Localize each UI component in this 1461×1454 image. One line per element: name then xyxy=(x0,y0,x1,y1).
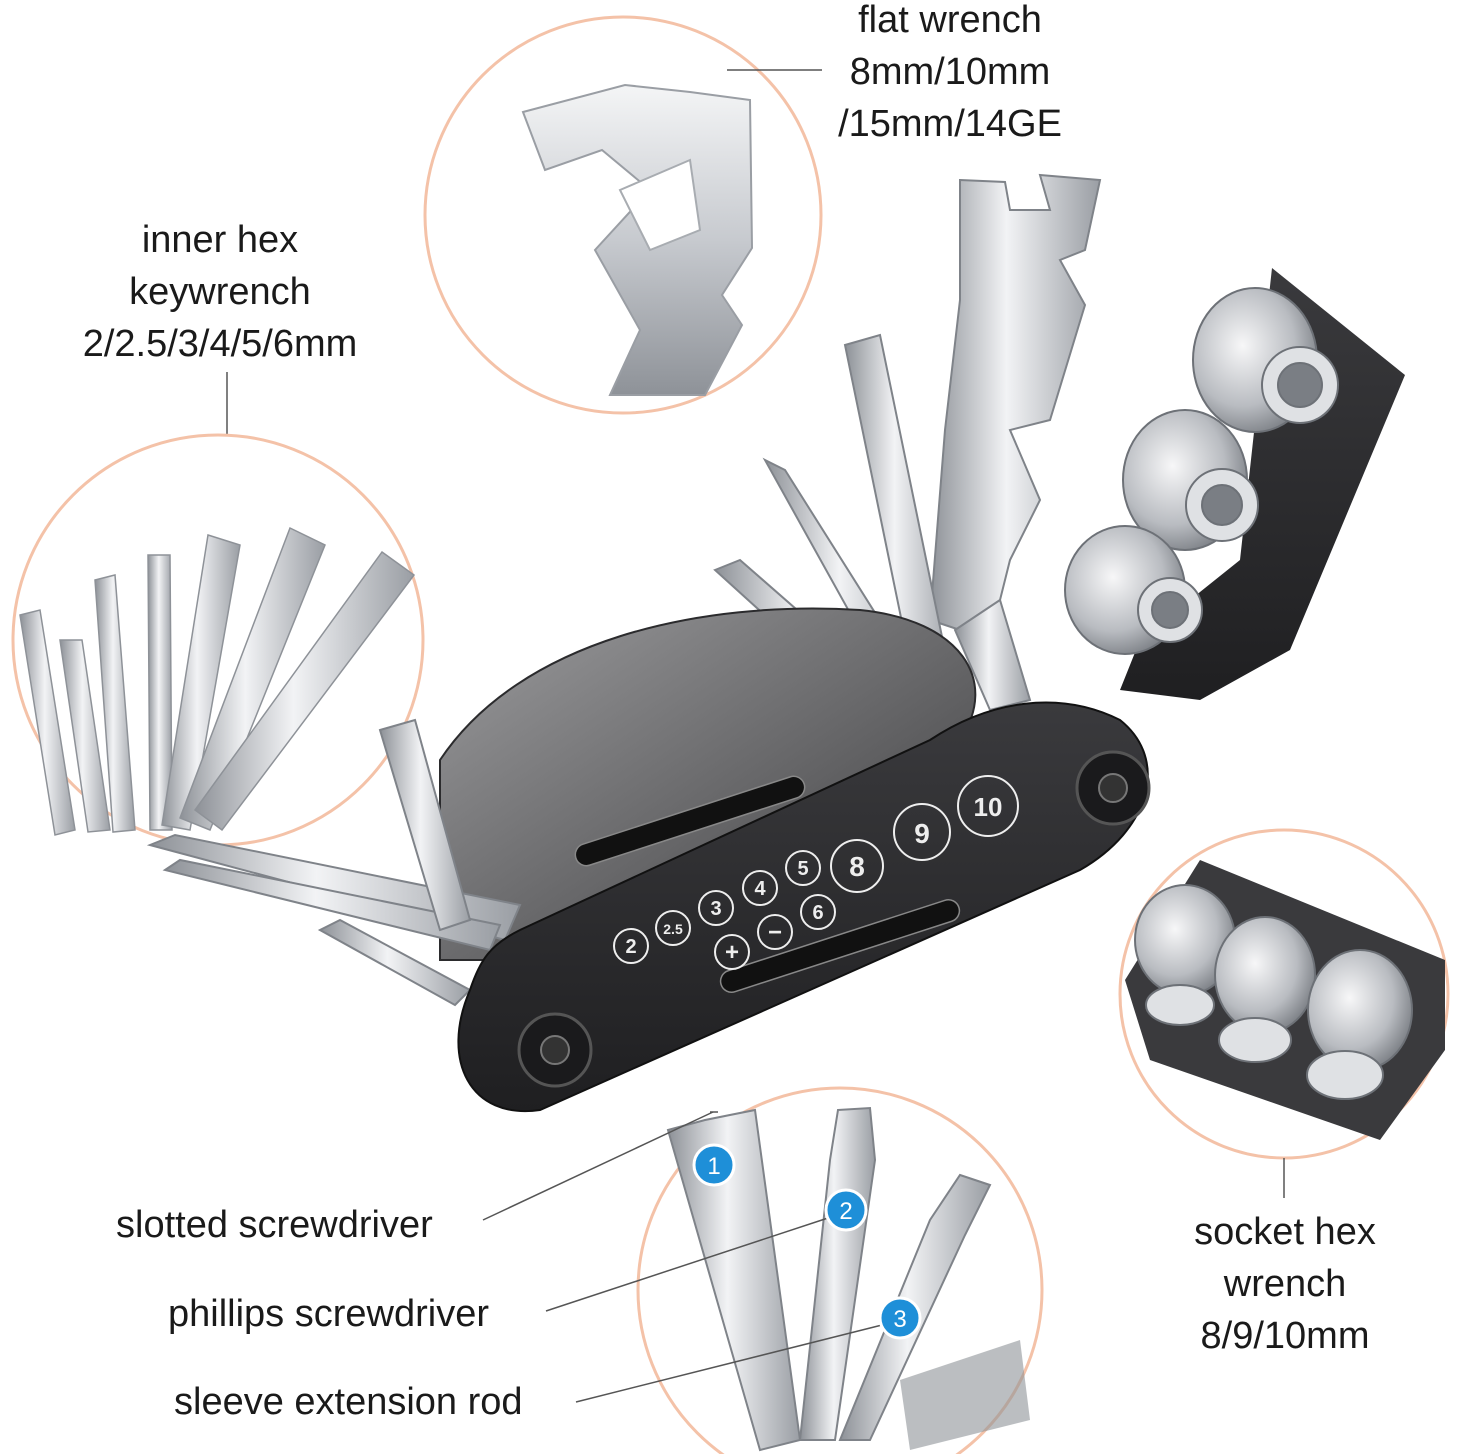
screwdriver-zoom xyxy=(636,1086,1044,1454)
hex-size-2: 2 xyxy=(625,936,636,958)
hex-size-4: 4 xyxy=(754,878,766,900)
sleeve-extension-rod-label: sleeve extension rod xyxy=(174,1381,523,1423)
multitool xyxy=(146,173,1405,1113)
socket-zoom xyxy=(1118,828,1450,1160)
minus-symbol: − xyxy=(768,919,782,946)
socket-hex-callout: socket hex wrench 8/9/10mm xyxy=(1160,1206,1410,1362)
size-marking-text: 2 2.5 3 4 5 6 + − 8 9 10 xyxy=(625,792,1002,966)
marker-2-label: 2 xyxy=(839,1198,852,1225)
inner-hex-zoom xyxy=(11,433,425,847)
flat-wrench-zoom xyxy=(423,15,823,415)
socket-size-9: 9 xyxy=(914,818,930,849)
marker-1: 1 xyxy=(692,1143,736,1187)
inner-hex-line-3: 2/2.5/3/4/5/6mm xyxy=(82,323,358,365)
inner-hex-callout: inner hex keywrench 2/2.5/3/4/5/6mm xyxy=(40,214,400,370)
marker-3: 3 xyxy=(878,1296,922,1340)
slotted-screwdriver-label: slotted screwdriver xyxy=(116,1204,433,1246)
socket-hex-line-1: socket hex xyxy=(1194,1211,1376,1253)
flat-wrench-line-1: flat wrench xyxy=(858,0,1042,41)
socket-size-10: 10 xyxy=(974,792,1003,822)
socket-hex-line-2: wrench xyxy=(1223,1263,1347,1305)
marker-1-label: 1 xyxy=(707,1153,720,1180)
socket-size-8: 8 xyxy=(849,851,865,882)
hex-size-6: 6 xyxy=(812,902,823,924)
hex-size-3: 3 xyxy=(710,898,721,920)
socket-hex-line-3: 8/9/10mm xyxy=(1200,1315,1370,1357)
flat-wrench-callout: flat wrench 8mm/10mm /15mm/14GE xyxy=(820,0,1080,150)
inner-hex-line-1: inner hex xyxy=(141,219,299,261)
size-markings xyxy=(613,775,1019,970)
hex-size-2-5: 2.5 xyxy=(663,921,683,937)
flat-wrench-line-3: /15mm/14GE xyxy=(838,103,1062,145)
marker-2: 2 xyxy=(824,1188,868,1232)
inner-hex-line-2: keywrench xyxy=(129,271,311,313)
plus-symbol: + xyxy=(725,939,739,966)
marker-3-label: 3 xyxy=(893,1306,906,1333)
screwdriver-leaders xyxy=(482,1111,883,1403)
hex-size-5: 5 xyxy=(797,858,808,880)
phillips-screwdriver-label: phillips screwdriver xyxy=(168,1293,489,1335)
flat-wrench-line-2: 8mm/10mm xyxy=(849,51,1051,93)
